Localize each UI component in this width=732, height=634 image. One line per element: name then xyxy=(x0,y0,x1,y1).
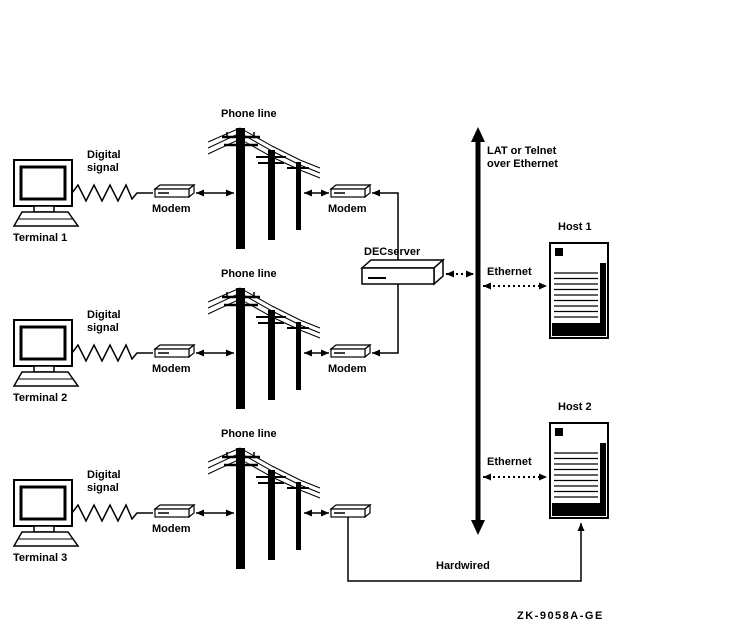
modem-to-decserver-2 xyxy=(372,284,399,357)
phone-poles-3-icon xyxy=(206,446,322,571)
host-1-icon xyxy=(549,242,609,339)
phone-line-label-2: Phone line xyxy=(221,268,277,280)
terminal-2-icon xyxy=(12,318,80,388)
modem-left-2-icon xyxy=(154,344,195,358)
digital-signal-wave-2 xyxy=(71,343,153,363)
backbone-arrow-top xyxy=(471,127,485,142)
figure-caption: ZK-9058A-GE xyxy=(517,610,604,622)
modem-right-1-icon xyxy=(330,184,371,198)
ethernet-label-1: Ethernet xyxy=(487,266,532,278)
modem-left-3-icon xyxy=(154,504,195,518)
terminal-1-label: Terminal 1 xyxy=(13,232,68,244)
host-1-label: Host 1 xyxy=(558,221,592,233)
ethernet-label-2: Ethernet xyxy=(487,456,532,468)
phone-line-label-3: Phone line xyxy=(221,428,277,440)
phone-line-label-1: Phone line xyxy=(221,108,277,120)
terminal-1-icon xyxy=(12,158,80,228)
digital-signal-label-1: Digital signal xyxy=(87,149,121,174)
digital-signal-wave-3 xyxy=(71,503,153,523)
modem-right-1-label: Modem xyxy=(328,203,367,215)
modem-left-1-icon xyxy=(154,184,195,198)
terminal-3-icon xyxy=(12,478,80,548)
modem-to-decserver-1 xyxy=(372,189,399,261)
decserver-label: DECserver xyxy=(364,246,421,258)
modem-left-1-label: Modem xyxy=(152,203,191,215)
modem-right-3-icon xyxy=(330,504,371,518)
phone-poles-1-icon xyxy=(206,126,322,251)
modem-right-2-label: Modem xyxy=(328,363,367,375)
host-2-icon xyxy=(549,422,609,519)
digital-signal-label-2: Digital signal xyxy=(87,309,121,334)
phone-poles-2-icon xyxy=(206,286,322,411)
modem-right-2-icon xyxy=(330,344,371,358)
backbone-label: LAT or Telnet over Ethernet xyxy=(487,145,558,170)
terminal-3-label: Terminal 3 xyxy=(13,552,68,564)
digital-signal-wave-1 xyxy=(71,183,153,203)
modem-left-3-label: Modem xyxy=(152,523,191,535)
backbone-arrow-bottom xyxy=(471,520,485,535)
digital-signal-label-3: Digital signal xyxy=(87,469,121,494)
terminal-2-label: Terminal 2 xyxy=(13,392,68,404)
hardwired-label: Hardwired xyxy=(436,560,490,572)
modem-left-2-label: Modem xyxy=(152,363,191,375)
hardwired-line xyxy=(347,517,585,582)
decserver-icon xyxy=(361,259,444,285)
host-2-label: Host 2 xyxy=(558,401,592,413)
